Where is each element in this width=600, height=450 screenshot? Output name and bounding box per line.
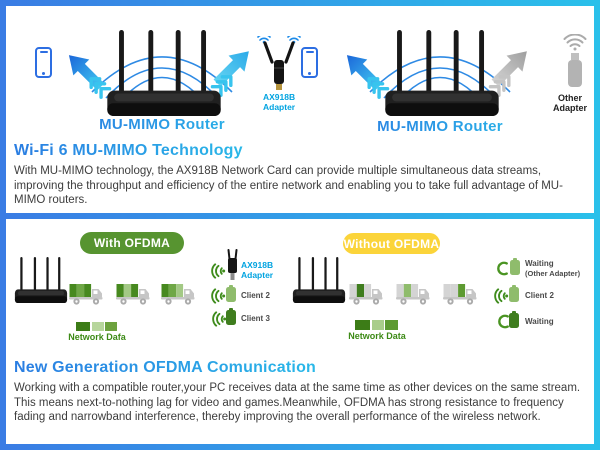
chevron-trail-left-icon (89, 77, 112, 99)
router-icon (107, 30, 221, 116)
network-label-right: Network Data (348, 331, 406, 341)
arrow-up-right-gray-icon (491, 51, 527, 87)
client-label: Client 2 (525, 291, 554, 300)
wifi-signal-icon (211, 288, 226, 304)
data-truck-full-icon (116, 284, 151, 305)
client-label: AX918B Adapter (241, 260, 274, 280)
mimo-section-title: Wi-Fi 6 MU-MIMO Technology (14, 142, 243, 159)
arrow-up-right-icon (213, 51, 249, 87)
client-device-icon (509, 310, 519, 328)
wifi-signal-icon (211, 263, 226, 279)
client-label: Client 2 (241, 291, 270, 300)
client-label: Waiting (525, 317, 554, 326)
router-label-right: MU-MIMO Router (340, 118, 540, 135)
mu-mimo-diagram-left (68, 30, 249, 116)
adapter-label-ax918b: AX918B Adapter (263, 92, 296, 112)
data-truck-full-icon (161, 284, 196, 305)
client-device-icon (226, 284, 236, 302)
smartphone-icon (301, 47, 318, 78)
data-truck-partial-icon (396, 284, 431, 305)
network-label-left: Network Dafa (68, 332, 126, 342)
client-label: Client 3 (241, 314, 270, 323)
smartphone-icon (35, 47, 52, 78)
router-icon (292, 257, 346, 303)
chevron-trail-right-gray-icon (488, 75, 511, 97)
router-icon (14, 257, 68, 303)
client-device-icon (226, 307, 236, 325)
data-truck-full-icon (69, 284, 104, 305)
wifi-signal-icon (494, 288, 509, 304)
waiting-crescent-icon (497, 261, 509, 276)
mimo-section-body: With MU-MIMO technology, the AX918B Netw… (14, 165, 563, 207)
chevron-trail-left-icon (367, 77, 390, 99)
ofdma-section-title: New Generation OFDMA Comunication (14, 359, 317, 376)
wifi-signal-icon (212, 311, 227, 327)
router-label-left: MU-MIMO Router (62, 116, 262, 133)
arrow-up-left-icon (68, 55, 105, 91)
client-sublabel: (Other Adapter) (525, 269, 581, 278)
client-device-icon (509, 284, 519, 302)
router-icon (385, 30, 499, 116)
with-ofdma-badge: With OFDMA (80, 232, 184, 254)
network-data-bar (76, 322, 117, 331)
arrow-up-left-icon (346, 55, 383, 91)
chevron-trail-right-icon (210, 75, 233, 97)
other-adapter-icon (563, 34, 587, 87)
without-ofdma-badge: Without OFDMA (343, 233, 440, 254)
mu-mimo-diagram-right (346, 30, 527, 116)
ofdma-section-body: Working with a compatible router,your PC… (14, 382, 581, 424)
ax918b-adapter-icon (257, 36, 301, 90)
data-truck-partial-icon (349, 284, 384, 305)
data-truck-partial-icon (443, 284, 478, 305)
client-device-icon (510, 257, 520, 275)
network-data-bar (355, 320, 398, 330)
ax918b-mini-adapter-icon (227, 249, 238, 280)
client-label: Waiting (525, 259, 554, 268)
adapter-label-other: Other Adapter (552, 93, 587, 113)
